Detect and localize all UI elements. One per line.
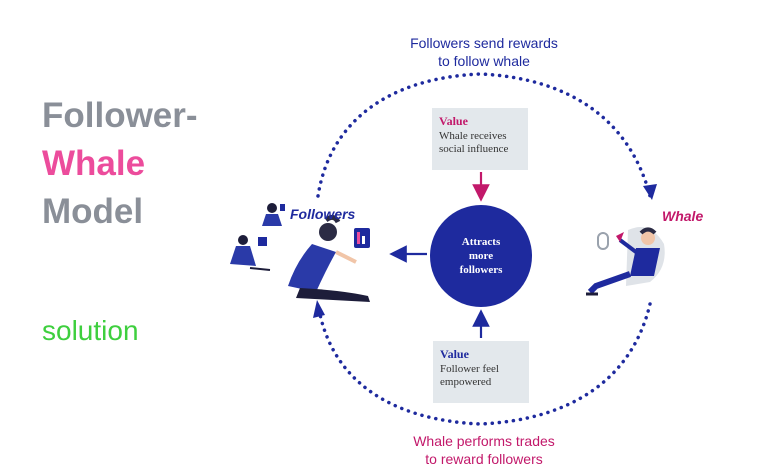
value-box-whale-title: Value <box>439 114 468 128</box>
whale-illustration <box>586 227 665 296</box>
center-line-1: Attracts <box>461 236 501 248</box>
top-cycle-arc <box>316 72 652 198</box>
value-box-whale-line-2: social influence <box>439 143 509 155</box>
center-circle: Attracts more followers <box>430 205 532 307</box>
bottom-flow-label-line-2: to reward followers <box>425 451 543 467</box>
value-box-follower-title: Value <box>440 347 469 361</box>
bottom-flow-label: Whale performs trades to reward follower… <box>384 432 584 468</box>
value-box-whale-line-1: Whale receives <box>439 130 507 142</box>
center-line-3: followers <box>459 264 503 276</box>
center-circle-text: Attracts more followers <box>446 235 516 277</box>
followers-label: Followers <box>290 206 356 222</box>
top-flow-label: Followers send rewards to follow whale <box>384 34 584 70</box>
title-line-1: Follower- <box>42 96 198 135</box>
solution-label: solution <box>42 315 139 346</box>
bottom-arc-arrowhead <box>313 300 325 318</box>
center-line-2: more <box>468 250 494 262</box>
top-arc-arrowhead <box>643 184 657 200</box>
whale-label: Whale <box>662 208 704 224</box>
value-box-follower-line-1: Follower feel <box>440 363 499 375</box>
bottom-flow-label-line-1: Whale performs trades <box>413 433 555 449</box>
top-flow-label-line-1: Followers send rewards <box>410 35 558 51</box>
followers-illustration <box>230 203 370 302</box>
value-box-whale: Value Whale receives social influence <box>432 108 528 170</box>
page-title: Follower- Whale Model <box>42 92 198 236</box>
title-line-3: Model <box>42 192 144 231</box>
value-box-follower: Value Follower feel empowered <box>433 341 529 403</box>
value-box-follower-line-2: empowered <box>440 376 492 388</box>
title-line-2: Whale <box>42 144 146 183</box>
top-flow-label-line-2: to follow whale <box>438 53 530 69</box>
